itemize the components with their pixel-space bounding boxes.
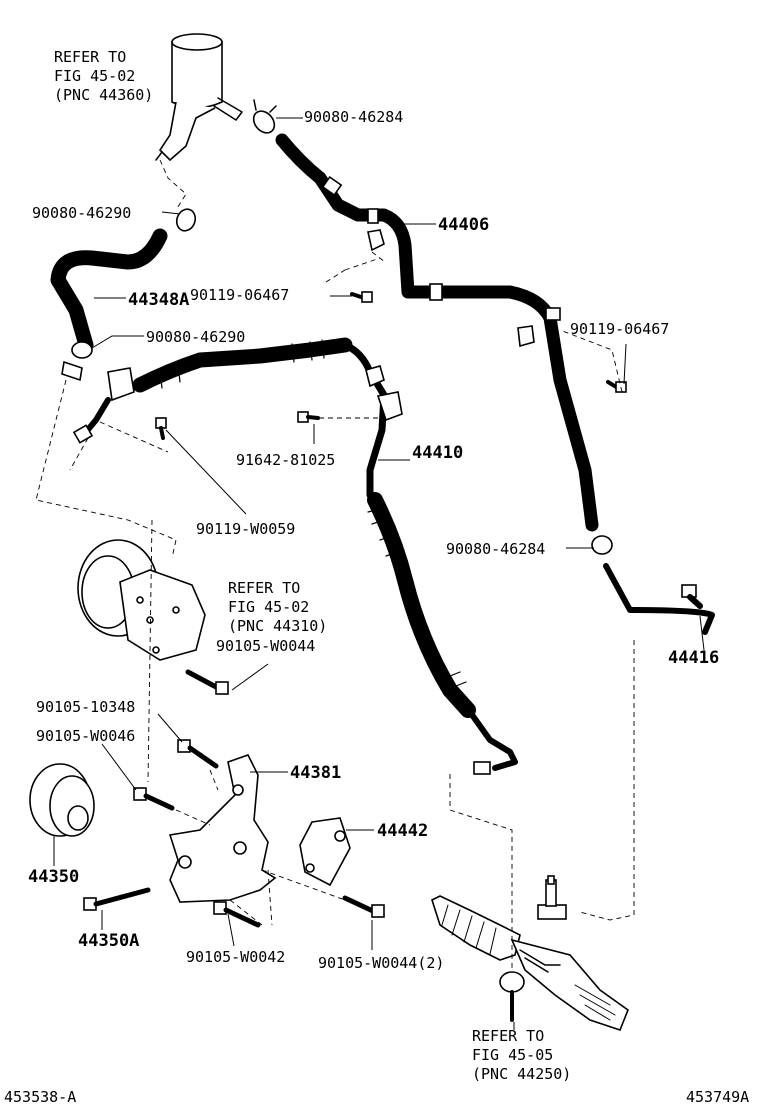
bracket-44381 xyxy=(168,754,277,903)
label-90080-46284-b[interactable]: 90080-46284 xyxy=(446,540,545,558)
steering-gear-illustration xyxy=(431,875,629,1031)
label-90119-06467-a[interactable]: 90119-06467 xyxy=(190,286,289,304)
refer-gear-line-3: (PNC 44250) xyxy=(472,1065,571,1083)
refer-gear-line-1: REFER TO xyxy=(472,1027,544,1045)
bolt-90105-W0046 xyxy=(133,787,175,811)
refer-gear-note: REFER TO FIG 45-05 (PNC 44250) xyxy=(472,1027,571,1083)
refer-reservoir-note: REFER TO FIG 45-02 (PNC 44360) xyxy=(54,48,153,104)
label-90080-46290-a[interactable]: 90080-46290 xyxy=(32,204,131,222)
footer-left-code: 453538-A xyxy=(4,1088,76,1106)
label-90105-10348[interactable]: 90105-10348 xyxy=(36,698,135,716)
refer-gear-line-2: FIG 45-05 xyxy=(472,1046,553,1064)
refer-pump-line-3: (PNC 44310) xyxy=(228,617,327,635)
bolt-90119-06467-a xyxy=(350,291,373,303)
suction-hose-44348A xyxy=(50,208,197,382)
label-90105-W0044-2[interactable]: 90105-W0044(2) xyxy=(318,954,444,972)
bracket-44442 xyxy=(299,817,351,887)
bolt-90105-W0044-2 xyxy=(342,895,385,918)
label-44350[interactable]: 44350 xyxy=(28,867,79,887)
label-90105-W0046[interactable]: 90105-W0046 xyxy=(36,727,135,745)
label-90080-46290-b[interactable]: 90080-46290 xyxy=(146,328,245,346)
label-91642-81025[interactable]: 91642-81025 xyxy=(236,451,335,469)
label-90119-W0059[interactable]: 90119-W0059 xyxy=(196,520,295,538)
bolt-44350A xyxy=(83,887,151,911)
bolt-90105-10348 xyxy=(177,739,219,769)
bolt-90119-W0059 xyxy=(155,417,167,440)
refer-pump-line-1: REFER TO xyxy=(228,579,300,597)
refer-pump-note: REFER TO FIG 45-02 (PNC 44310) xyxy=(228,579,327,635)
bolt-91642-81025 xyxy=(297,411,320,423)
label-90105-W0042[interactable]: 90105-W0042 xyxy=(186,948,285,966)
refer-reservoir-line-2: FIG 45-02 xyxy=(54,67,135,85)
footer-right-code: 453749A xyxy=(686,1088,749,1106)
label-44348A[interactable]: 44348A xyxy=(128,290,189,310)
label-44442[interactable]: 44442 xyxy=(377,821,428,841)
bolt-90119-06467-b xyxy=(606,380,627,393)
label-90119-06467-b[interactable]: 90119-06467 xyxy=(570,320,669,338)
pump-illustration xyxy=(77,539,206,661)
bolt-90105-W0042 xyxy=(213,901,261,928)
refer-reservoir-line-3: (PNC 44360) xyxy=(54,86,153,104)
label-44406[interactable]: 44406 xyxy=(438,215,489,235)
label-90080-46284-top[interactable]: 90080-46284 xyxy=(304,108,403,126)
bolt-90105-W0044 xyxy=(185,669,229,695)
label-44410[interactable]: 44410 xyxy=(412,443,463,463)
idler-pulley-44350 xyxy=(29,763,95,837)
return-tube-44416 xyxy=(591,535,715,635)
reservoir-illustration xyxy=(155,33,243,162)
pressure-hose-44410 xyxy=(72,337,518,775)
leader-lines xyxy=(53,117,705,1030)
label-44350A[interactable]: 44350A xyxy=(78,931,139,951)
label-90105-W0044[interactable]: 90105-W0044 xyxy=(216,637,315,655)
clamp-90080-46284-top xyxy=(252,99,277,134)
label-44416[interactable]: 44416 xyxy=(668,648,719,668)
installation-lines xyxy=(35,159,635,970)
refer-reservoir-line-1: REFER TO xyxy=(54,48,126,66)
return-hose-44406 xyxy=(275,133,599,532)
refer-pump-line-2: FIG 45-02 xyxy=(228,598,309,616)
label-44381[interactable]: 44381 xyxy=(290,763,341,783)
